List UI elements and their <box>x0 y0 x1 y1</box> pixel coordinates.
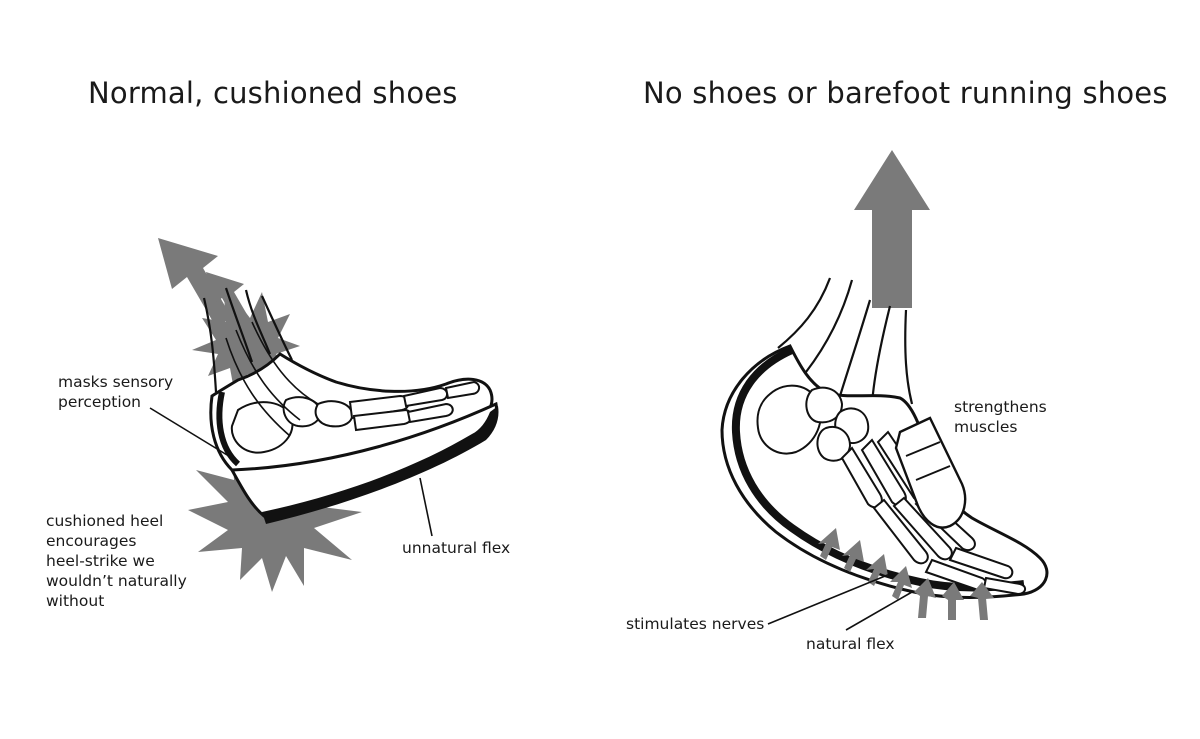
ground-feedback-arrows <box>818 528 994 620</box>
label-line: without <box>46 592 105 610</box>
leader-natural-flex <box>845 591 913 631</box>
label-line: cushioned heel <box>46 512 164 530</box>
leader-stimulates-nerves <box>767 573 891 625</box>
label-line: encourages <box>46 532 137 550</box>
upward-force-arrow <box>854 150 930 308</box>
label-line: heel-strike we <box>46 552 155 570</box>
label-line: perception <box>58 393 141 411</box>
label-unnatural-flex: unnatural flex <box>402 538 510 558</box>
label-line: muscles <box>954 418 1018 436</box>
muscle-block <box>894 416 967 529</box>
muscle-segments <box>905 441 951 481</box>
label-masks-sensory-perception: masks sensory perception <box>58 372 173 412</box>
label-line: natural flex <box>806 635 895 653</box>
label-line: unnatural flex <box>402 539 511 557</box>
foot-bones <box>230 380 480 454</box>
label-natural-flex: natural flex <box>806 634 895 654</box>
tendon-lines <box>225 321 319 437</box>
left-panel-title: Normal, cushioned shoes <box>88 76 458 110</box>
leader-unnatural-flex <box>419 477 433 537</box>
outsole <box>262 406 499 524</box>
leg-outline <box>202 287 293 393</box>
heel-counter <box>216 391 241 467</box>
right-panel-title: No shoes or barefoot running shoes <box>643 76 1168 110</box>
label-line: wouldn’t naturally <box>46 572 187 590</box>
shock-arrow-large <box>158 238 232 327</box>
label-strengthens-muscles: strengthens muscles <box>954 397 1047 437</box>
label-cushioned-heel: cushioned heel encourages heel-strike we… <box>46 511 187 611</box>
label-line: strengthens <box>954 398 1047 416</box>
label-line: masks sensory <box>58 373 174 391</box>
label-line: stimulates nerves <box>626 615 765 633</box>
leader-masks-sensory <box>149 407 233 459</box>
label-stimulates-nerves: stimulates nerves <box>626 614 764 634</box>
barefoot-illustration <box>720 150 1049 631</box>
cushioned-shoe-illustration <box>149 238 499 592</box>
